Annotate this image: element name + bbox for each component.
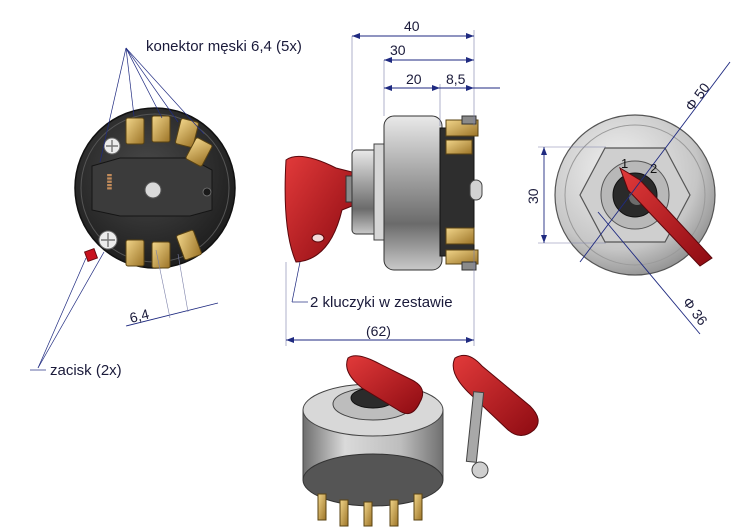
brass-connectors-bottom	[125, 229, 202, 269]
key-hole	[311, 233, 325, 243]
key-red-handle	[284, 155, 353, 263]
back-view: ▮▮▮▮▮	[74, 107, 236, 269]
front-dimensions	[538, 61, 731, 335]
connector-leaders	[99, 47, 205, 163]
iso-terminals	[317, 493, 423, 527]
pos-1: 1	[621, 156, 628, 171]
iso-loose-key-tip	[471, 461, 489, 479]
dim-40: 40	[404, 18, 420, 34]
rear-pin	[469, 179, 483, 201]
iso-key-in-lock	[346, 355, 424, 415]
front-key-handle	[619, 166, 713, 267]
dim-6-4-label: 6,4	[128, 306, 151, 326]
isometric-view	[302, 354, 539, 527]
iso-loose-key-blade	[465, 391, 485, 463]
iso-bottom	[302, 453, 444, 507]
connector-label: konektor męski 6,4 (5x)	[146, 38, 302, 55]
side-dimensions	[285, 30, 500, 346]
iso-loose-key-handle	[452, 354, 539, 436]
center-pin	[144, 181, 162, 199]
barrel	[383, 115, 443, 271]
face-ring	[564, 124, 706, 266]
dim-phi50: Φ 50	[682, 80, 713, 114]
dim-30-top: 30	[390, 42, 406, 58]
clamp-leaders	[30, 251, 105, 371]
dim-8-5: 8,5	[446, 71, 466, 87]
side-view	[284, 115, 483, 271]
dim-6-4	[125, 249, 219, 327]
dim-62: (62)	[366, 323, 391, 339]
pos-2: 2	[650, 161, 657, 176]
red-tab	[83, 247, 99, 263]
front-view: 1 2	[554, 114, 716, 276]
embossed-marking: ▮▮▮▮▮	[107, 173, 113, 190]
dim-phi36: Φ 36	[680, 294, 711, 328]
dim-20: 20	[406, 71, 422, 87]
mount-hole	[202, 187, 212, 197]
clamp-screws	[98, 137, 121, 250]
keys-label: 2 kluczyki w zestawie	[310, 294, 453, 311]
clamp-label: zacisk (2x)	[50, 362, 122, 379]
side-terminals	[445, 115, 479, 271]
dim-30-side: 30	[525, 188, 541, 204]
